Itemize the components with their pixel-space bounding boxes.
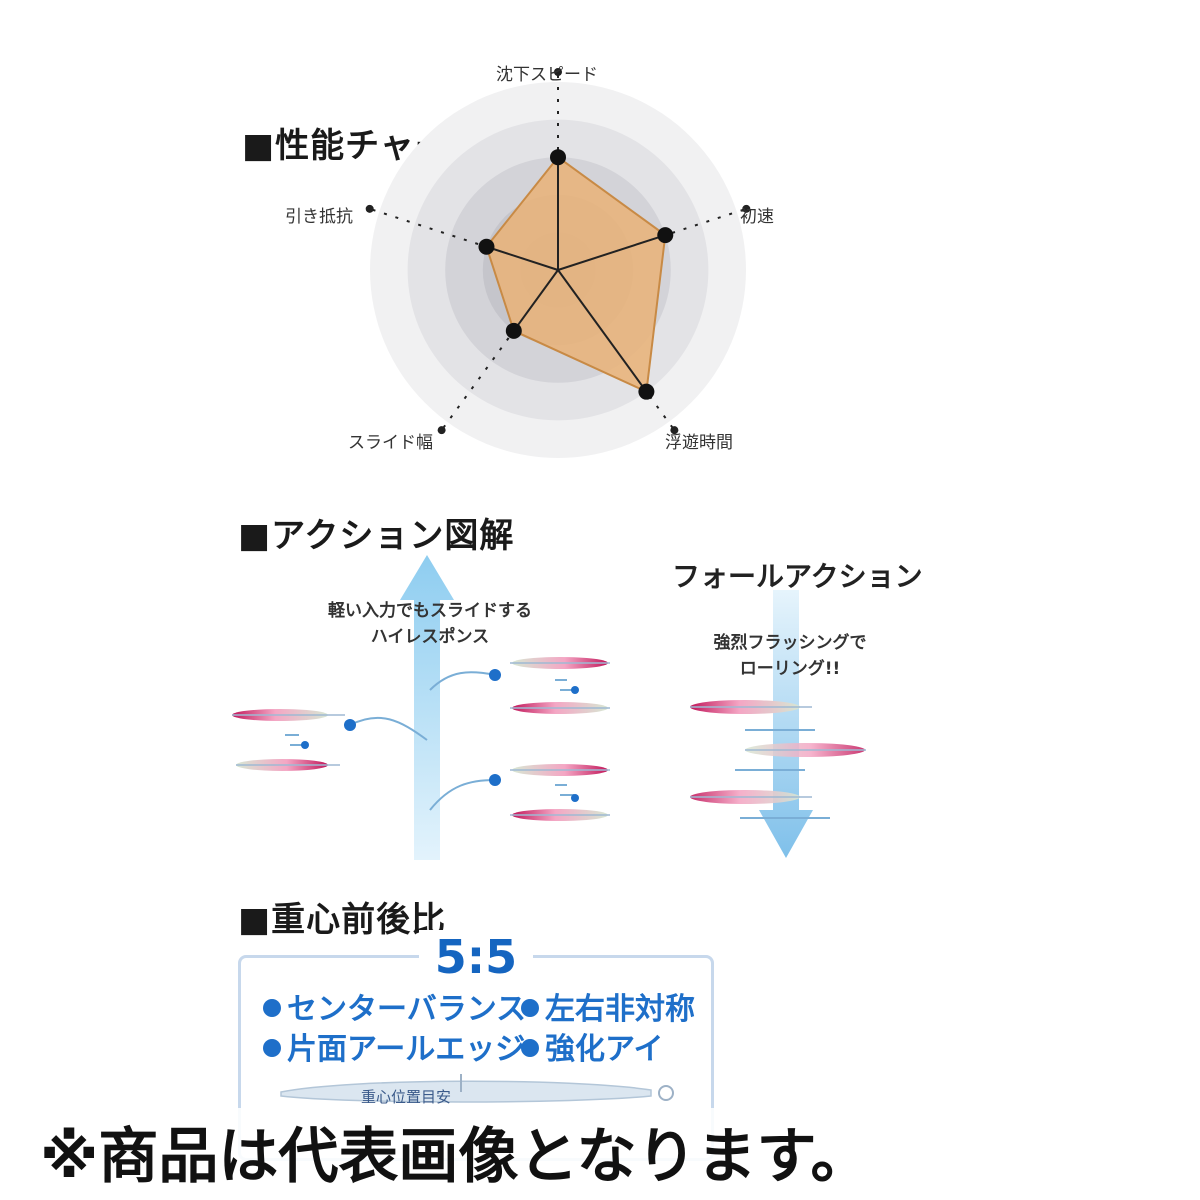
rise-caption-line-1: 軽い入力でもスライドする [328, 601, 532, 621]
axis-label-float-time: 浮遊時間 [665, 433, 733, 453]
slide-dot-right-bottom [489, 774, 501, 786]
radar-point [505, 322, 522, 339]
radar-point [657, 227, 674, 244]
feature-center-balance: センターバランス [263, 984, 526, 1028]
cog-heading: ■重心前後比 [238, 900, 447, 940]
radar-points [478, 149, 674, 400]
radar-point [550, 149, 566, 166]
representative-image-notice: ※商品は代表画像となります。 [40, 1108, 1160, 1195]
fall-caption: 強烈フラッシングで ローリング!! [690, 630, 890, 682]
radar-chart [365, 68, 751, 458]
rise-arrow [400, 555, 454, 860]
radar-area [485, 155, 667, 394]
action-diagram [232, 555, 866, 860]
fall-caption-line-2: ローリング!! [739, 659, 841, 679]
feature-round-edge: 片面アールエッジ [263, 1024, 525, 1068]
rise-caption-line-2: ハイレスポンス [370, 627, 490, 647]
fall-action-title: フォールアクション [672, 560, 923, 593]
bullet-icon [263, 999, 281, 1017]
radar-spoke [557, 234, 666, 271]
jig-side-profile [280, 1074, 674, 1103]
radar-spoke [486, 245, 559, 271]
axis-label-pull-resistance: 引き抵抗 [285, 207, 353, 227]
bullet-icon [521, 999, 539, 1017]
jig-right-2 [510, 702, 610, 714]
radar-axis-end [742, 204, 751, 213]
radar-axis-end [554, 68, 562, 76]
bullet-icon [263, 1039, 281, 1057]
rise-caption: 軽い入力でもスライドする ハイレスポンス [290, 598, 570, 650]
feature-asymmetric: 左右非対称 [521, 984, 695, 1028]
fall-arrow [759, 590, 813, 858]
cog-caption: 重心位置目安 [361, 1088, 452, 1106]
jig-left-top [232, 709, 345, 721]
cog-ratio: 5:5 [241, 930, 711, 984]
slide-path-left [349, 716, 428, 741]
bullet-icon [521, 1039, 539, 1057]
radar-spoke [557, 269, 648, 393]
axis-label-sink-speed: 沈下スピード [496, 65, 598, 85]
radar-inner-spokes [486, 157, 666, 393]
slide-dot-right-top [489, 669, 501, 681]
jig-left-bottom [236, 759, 340, 771]
slide-path-right-bottom [429, 779, 496, 811]
slide-dot-left [344, 719, 356, 731]
radar-spoke [512, 269, 559, 332]
fall-jig-3 [690, 790, 812, 804]
jig-right-4 [510, 809, 610, 821]
fall-jig-2 [745, 743, 866, 757]
fall-jig-1 [690, 700, 812, 714]
feature-reinforced-eye: 強化アイ [521, 1024, 664, 1068]
radar-point [638, 383, 655, 400]
radar-axis-line [440, 269, 559, 431]
jig-right-1 [510, 657, 610, 669]
radar-axis-end [670, 426, 679, 435]
action-heading: ■アクション図解 [238, 516, 515, 556]
jig-right-3 [510, 764, 610, 776]
slide-path-right-top [429, 671, 496, 691]
radar-axis-line [369, 207, 559, 271]
fall-caption-line-1: 強烈フラッシングで [713, 633, 867, 653]
axis-label-slide-width: スライド幅 [348, 433, 433, 453]
axis-label-initial-speed: 初速 [740, 207, 774, 227]
radar-axis-end [365, 204, 374, 213]
radar-axis-end [437, 426, 446, 435]
radar-point [478, 238, 495, 255]
